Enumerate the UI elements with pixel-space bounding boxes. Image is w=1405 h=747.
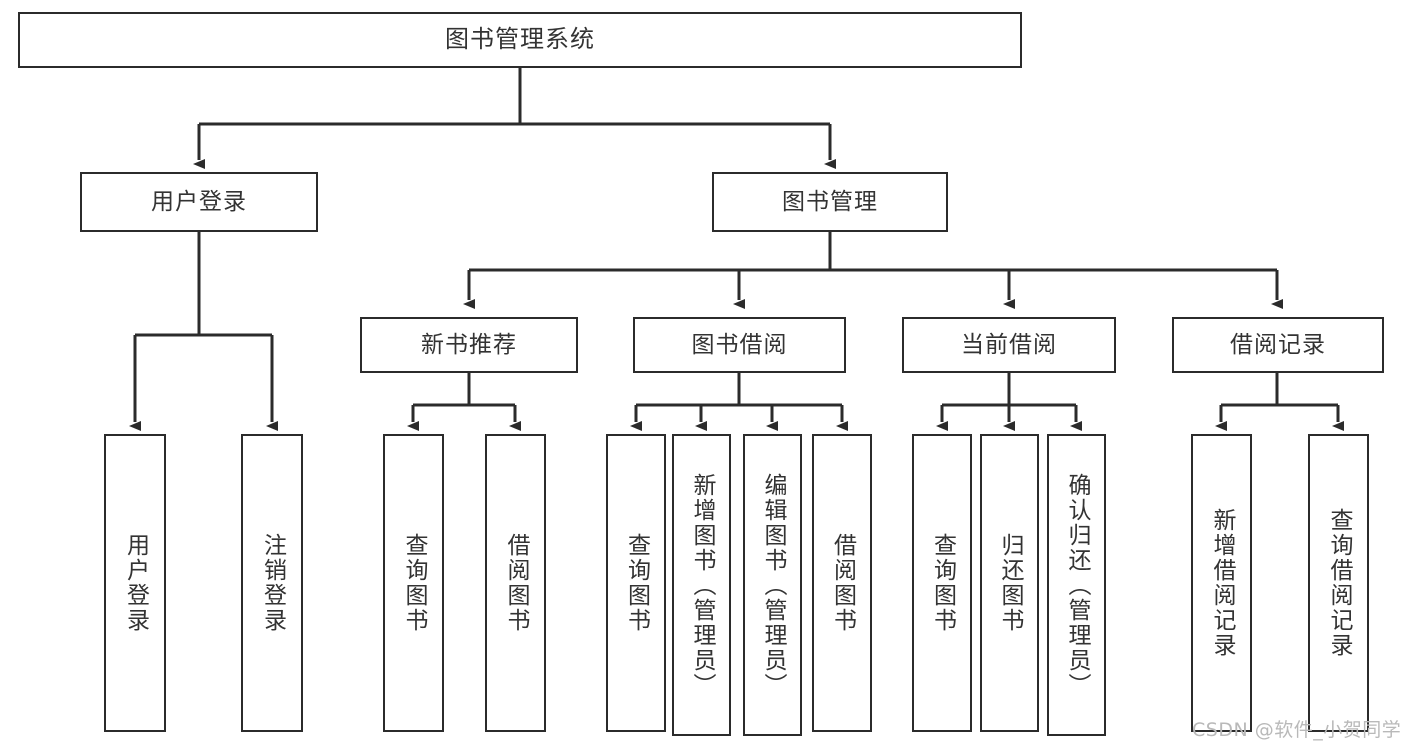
node-label: 图书借阅 <box>691 331 788 358</box>
leaf-confirm-return-admin[interactable]: 确认归还（管理员） <box>1047 434 1106 736</box>
leaf-borrow-books-borrowing[interactable]: 借阅图书 <box>812 434 872 732</box>
node-label: 图书管理系统 <box>445 25 595 54</box>
leaf-logout[interactable]: 注销登录 <box>241 434 303 732</box>
node-new-book-recommendation[interactable]: 新书推荐 <box>360 317 578 373</box>
leaf-add-borrow-record[interactable]: 新增借阅记录 <box>1191 434 1252 732</box>
leaf-query-books-recommendation[interactable]: 查询图书 <box>383 434 444 732</box>
node-label: 图书管理 <box>782 188 878 215</box>
leaf-add-book-admin[interactable]: 新增图书（管理员） <box>672 434 731 736</box>
node-label: 确认归还（管理员） <box>1064 472 1091 698</box>
node-label: 查询图书 <box>623 533 650 633</box>
node-root-library-management-system[interactable]: 图书管理系统 <box>18 12 1022 68</box>
leaf-query-borrow-record[interactable]: 查询借阅记录 <box>1308 434 1369 732</box>
leaf-user-login[interactable]: 用户登录 <box>104 434 166 732</box>
node-label: 新书推荐 <box>421 331 517 358</box>
node-label: 编辑图书（管理员） <box>760 472 787 698</box>
node-book-management[interactable]: 图书管理 <box>712 172 948 232</box>
node-label: 借阅记录 <box>1230 331 1326 358</box>
leaf-query-books-current[interactable]: 查询图书 <box>912 434 972 732</box>
node-label: 归还图书 <box>997 533 1024 633</box>
node-label: 新增借阅记录 <box>1209 508 1236 658</box>
leaf-return-books[interactable]: 归还图书 <box>980 434 1039 732</box>
node-label: 查询图书 <box>929 533 956 633</box>
leaf-query-books-borrowing[interactable]: 查询图书 <box>606 434 666 732</box>
node-label: 借阅图书 <box>829 533 856 633</box>
node-book-borrowing[interactable]: 图书借阅 <box>633 317 846 373</box>
node-label: 注销登录 <box>259 533 286 633</box>
node-user-login[interactable]: 用户登录 <box>80 172 318 232</box>
node-label: 查询借阅记录 <box>1326 508 1353 658</box>
node-label: 查询图书 <box>401 533 428 633</box>
node-label: 用户登录 <box>151 188 247 215</box>
leaf-edit-book-admin[interactable]: 编辑图书（管理员） <box>743 434 802 736</box>
node-current-borrowing[interactable]: 当前借阅 <box>902 317 1116 373</box>
csdn-watermark: CSDN @软件_小贺同学 <box>1192 719 1402 741</box>
node-label: 新增图书（管理员） <box>689 472 716 698</box>
node-label: 用户登录 <box>122 533 149 633</box>
leaf-borrow-books-recommendation[interactable]: 借阅图书 <box>485 434 546 732</box>
node-label: 当前借阅 <box>961 331 1057 358</box>
node-label: 借阅图书 <box>503 533 530 633</box>
node-borrowing-records[interactable]: 借阅记录 <box>1172 317 1384 373</box>
